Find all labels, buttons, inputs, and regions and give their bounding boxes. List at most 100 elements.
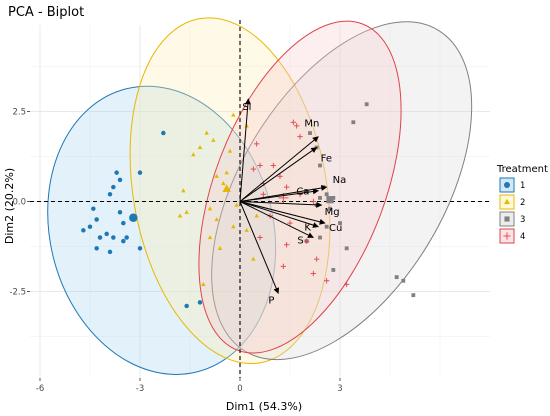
legend-label-1: 1 (520, 181, 525, 191)
point-group-2 (217, 245, 223, 250)
vector-label-Mg: Mg (325, 207, 340, 218)
point-group-1 (111, 184, 116, 190)
point-group-4 (310, 270, 317, 277)
y-axis-title: Dim2 (20.2%) (3, 168, 16, 244)
vector-S (239, 201, 314, 238)
point-group-3 (344, 246, 349, 251)
point-group-2 (231, 112, 236, 117)
vector-K (239, 201, 319, 228)
point-group-1 (87, 224, 93, 229)
point-group-3 (331, 268, 336, 272)
point-group-1 (81, 228, 86, 233)
x-tick-label: 0 (237, 384, 242, 394)
point-group-4 (250, 166, 257, 172)
vector-label-K: K (304, 223, 311, 234)
point-group-2 (207, 235, 213, 240)
point-group-2 (254, 213, 259, 218)
point-group-2 (207, 206, 213, 211)
centroid-group-3 (326, 196, 334, 204)
legend-title: Treatment (496, 164, 548, 175)
point-group-4 (310, 198, 317, 205)
point-group-1 (137, 170, 143, 175)
point-group-3 (401, 278, 406, 283)
point-group-4 (280, 263, 287, 270)
point-group-1 (161, 130, 166, 136)
y-tick-label: 2.5 (12, 107, 26, 117)
vector-label-Ca: Ca (296, 187, 309, 198)
point-group-3 (364, 102, 369, 107)
point-group-2 (211, 137, 216, 142)
point-group-3 (324, 224, 329, 229)
point-group-4 (297, 133, 303, 140)
vector-Cu (239, 201, 326, 225)
point-group-4 (277, 173, 283, 179)
point-group-1 (111, 235, 116, 240)
point-group-4 (313, 256, 320, 262)
point-group-4 (283, 242, 290, 248)
legend-label-2: 2 (520, 198, 525, 208)
point-group-1 (121, 220, 126, 226)
point-group-4 (323, 278, 330, 284)
point-group-2 (177, 213, 183, 218)
point-group-4 (283, 184, 290, 190)
vector-Si (239, 98, 251, 202)
chart-title: PCA - Biplot (8, 5, 84, 20)
point-group-2 (214, 217, 219, 222)
point-group-3 (328, 206, 332, 211)
point-group-2 (227, 148, 233, 153)
point-group-1 (117, 177, 123, 183)
point-group-4 (303, 238, 310, 244)
vector-label-P: P (268, 295, 274, 306)
point-group-4 (253, 141, 260, 147)
x-axis-title: Dim1 (54.3%) (226, 400, 302, 413)
x-tick-label: -3 (136, 384, 144, 394)
vector-Mn (239, 136, 319, 202)
point-group-4 (293, 123, 300, 129)
point-group-2 (244, 227, 249, 232)
legend-marker-3 (504, 216, 510, 222)
point-group-1 (107, 192, 113, 197)
point-group-1 (114, 170, 119, 175)
ellipse-group-3 (211, 21, 473, 361)
point-group-2 (234, 202, 239, 207)
point-group-4 (290, 119, 297, 125)
legend-marker-4 (503, 232, 511, 240)
legend-label-4: 4 (520, 232, 525, 242)
data-points (81, 102, 416, 309)
point-group-2 (184, 209, 189, 214)
point-group-3 (318, 235, 322, 240)
point-group-1 (124, 235, 129, 240)
legend-marker-2 (504, 198, 510, 205)
point-group-1 (184, 303, 189, 309)
point-group-2 (197, 145, 203, 150)
point-group-1 (121, 238, 126, 244)
point-group-3 (394, 275, 399, 280)
point-group-2 (181, 188, 186, 193)
vector-Mg (239, 201, 323, 208)
point-group-3 (338, 221, 342, 226)
point-group-4 (287, 220, 293, 226)
point-group-1 (104, 231, 109, 237)
vector-label-Cu: Cu (329, 223, 342, 234)
point-group-3 (411, 293, 416, 298)
point-group-4 (257, 162, 263, 169)
point-group-1 (137, 246, 143, 251)
vector-label-Na: Na (333, 175, 347, 186)
point-group-2 (201, 281, 206, 286)
point-group-3 (318, 195, 322, 200)
point-group-3 (318, 163, 322, 168)
vector-label-Mn: Mn (304, 119, 319, 130)
point-group-4 (260, 191, 267, 197)
point-group-2 (224, 170, 229, 175)
point-group-4 (270, 162, 277, 169)
point-group-4 (343, 281, 350, 288)
vector-label-Fe: Fe (321, 153, 332, 164)
confidence-ellipses (47, 17, 473, 375)
vector-Ca (239, 188, 319, 202)
point-group-2 (231, 224, 236, 229)
x-tick-label: -6 (36, 384, 44, 394)
point-group-2 (214, 173, 219, 178)
point-group-1 (91, 206, 96, 211)
